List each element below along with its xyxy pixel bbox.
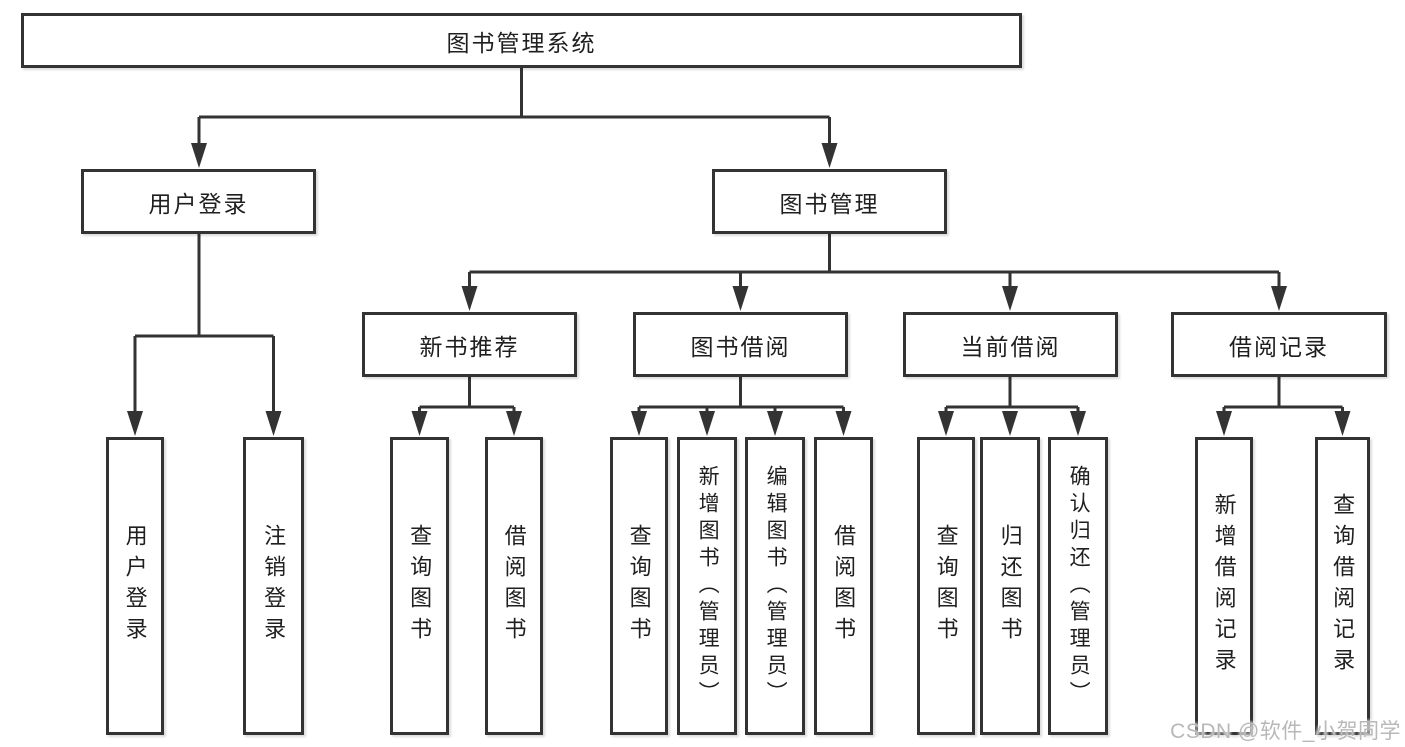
leaf-node-query-borrow-record: 查询借阅记录 [1315, 437, 1370, 735]
leaf-node-return-books: 归还图书 [980, 437, 1040, 735]
leaf-node-label: 归还图书 [997, 524, 1023, 648]
module-node-new-book-recommend: 新书推荐 [362, 312, 577, 377]
module-node-label: 当前借阅 [960, 333, 1061, 360]
leaf-node-label: 借阅图书 [501, 524, 527, 648]
module-node-book-borrow: 图书借阅 [633, 312, 848, 377]
leaf-node-add-books-admin: 新增图书（管理员） [677, 437, 737, 735]
leaf-node-label: 查询图书 [407, 524, 433, 648]
leaf-node-label: 注销登录 [261, 524, 287, 648]
branch-node-label: 用户登录 [148, 190, 249, 217]
leaf-node-label: 借阅图书 [831, 524, 857, 648]
leaf-node-logout: 注销登录 [243, 437, 304, 735]
module-node-borrow-records: 借阅记录 [1171, 312, 1387, 377]
branch-node-book-management: 图书管理 [712, 169, 947, 234]
leaf-node-label: 新增图书（管理员） [696, 464, 720, 708]
leaf-node-add-borrow-record: 新增借阅记录 [1195, 437, 1253, 735]
leaf-node-label: 查询借阅记录 [1330, 493, 1356, 679]
leaf-node-query-books-recommend: 查询图书 [390, 437, 449, 735]
root-node-library-management-system: 图书管理系统 [21, 13, 1022, 68]
arrowhead-icons [127, 143, 1351, 436]
module-node-label: 借阅记录 [1229, 333, 1329, 360]
leaf-node-label: 确认归还（管理员） [1067, 464, 1091, 708]
leaf-node-label: 用户登录 [122, 524, 148, 648]
leaf-node-query-books-borrow: 查询图书 [610, 437, 668, 735]
leaf-node-user-login: 用户登录 [106, 437, 164, 735]
leaf-node-query-books-current: 查询图书 [917, 437, 975, 735]
leaf-node-borrow-books: 借阅图书 [814, 437, 873, 735]
module-node-current-borrow: 当前借阅 [903, 312, 1118, 377]
branch-node-user-login: 用户登录 [81, 169, 316, 234]
leaf-node-label: 查询图书 [626, 524, 652, 648]
module-node-label: 图书借阅 [690, 333, 791, 360]
module-node-label: 新书推荐 [419, 333, 520, 360]
branch-node-label: 图书管理 [779, 190, 880, 217]
leaf-node-borrow-books-recommend: 借阅图书 [485, 437, 543, 735]
leaf-node-edit-books-admin: 编辑图书（管理员） [745, 437, 805, 735]
leaf-node-label: 编辑图书（管理员） [764, 464, 788, 708]
leaf-node-confirm-return-admin: 确认归还（管理员） [1048, 437, 1108, 735]
leaf-node-label: 查询图书 [933, 524, 959, 648]
root-node-label: 图书管理系统 [446, 29, 597, 56]
csdn-watermark: CSDN @软件_小贺同学 [1170, 720, 1401, 743]
leaf-node-label: 新增借阅记录 [1211, 493, 1237, 679]
